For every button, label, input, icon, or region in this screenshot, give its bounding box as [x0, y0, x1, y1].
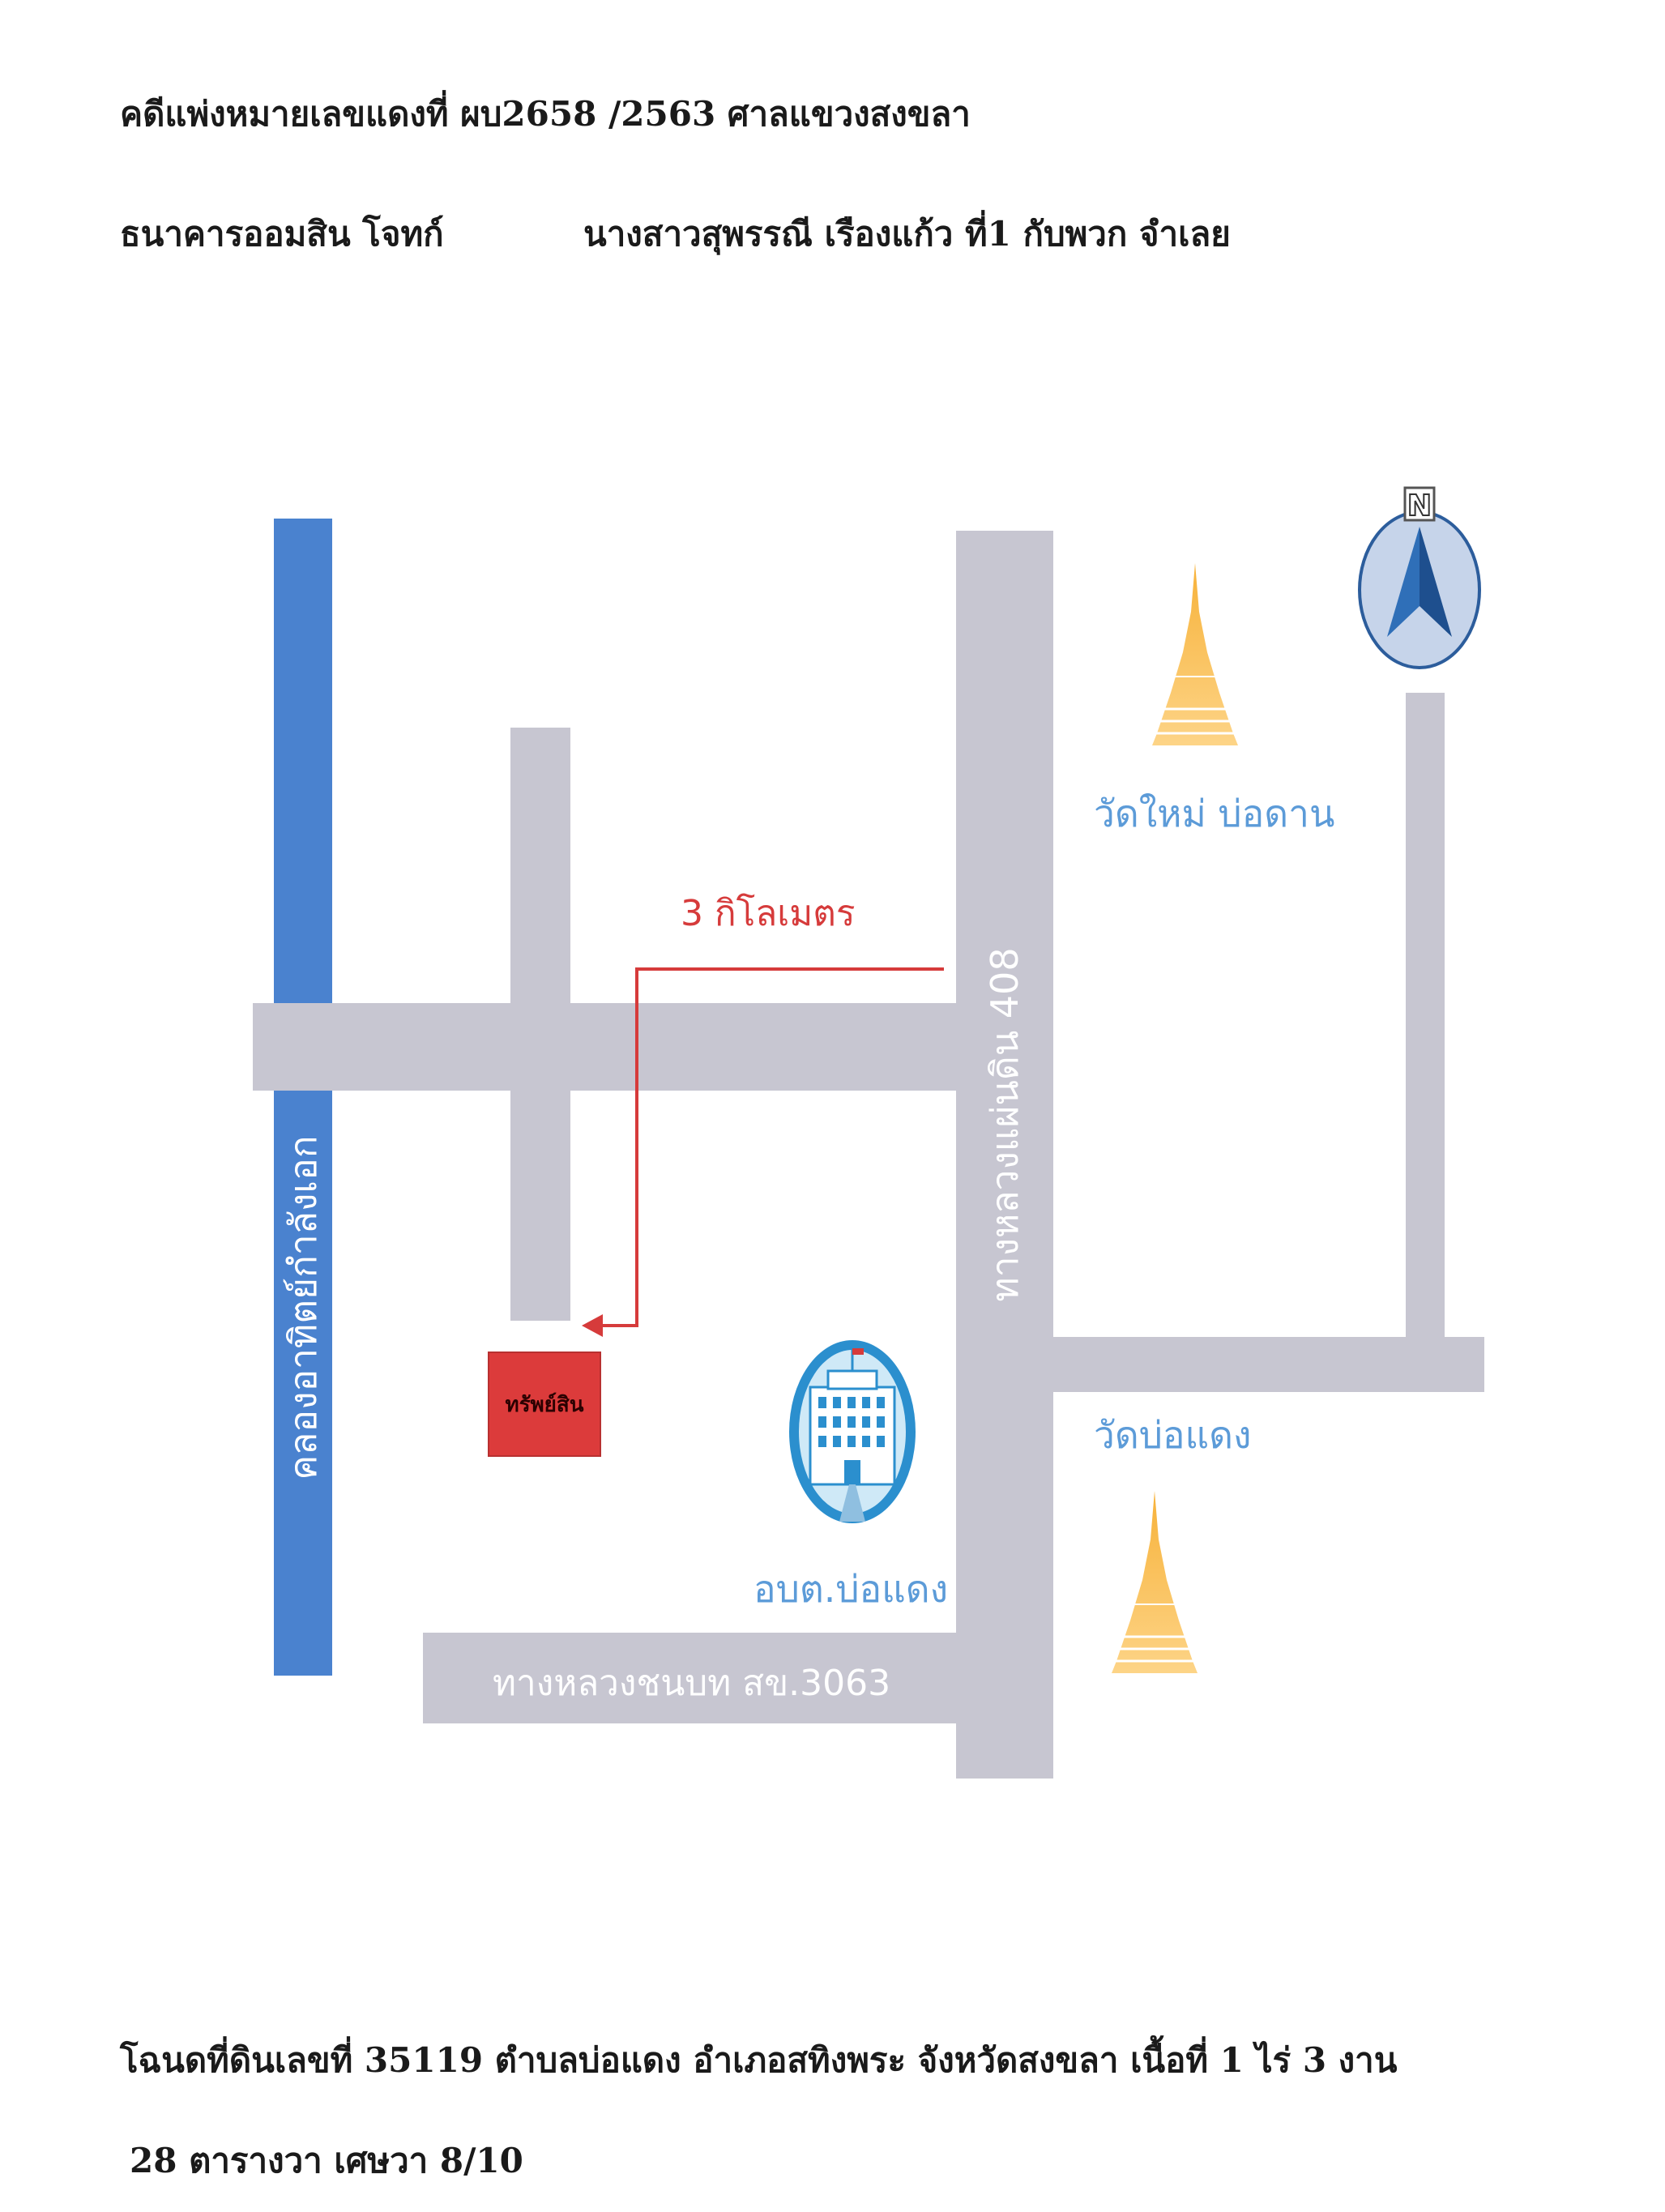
defendant-text: นางสาวสุพรรณี เรืองแก้ว ที่1 กับพวก จำเล…	[583, 214, 1231, 254]
road-to-temple	[1053, 1337, 1484, 1392]
deed-line-2: 28 ตารางวา เศษวา 8/10	[130, 2141, 523, 2180]
property-marker: ทรัพย์สิน	[488, 1352, 601, 1457]
temple-north-icon	[1152, 563, 1238, 745]
plaintiff-text: ธนาคารออมสิน โจทก์	[120, 214, 444, 254]
canal	[274, 519, 332, 1676]
canal-label: คลองอาทิตย์กำลังเอก	[281, 1135, 325, 1480]
compass-letter: N	[1407, 489, 1432, 523]
temple-south-label: วัดบ่อแดง	[1094, 1413, 1252, 1457]
rural-road-label: ทางหลวงชนบท สข.3063	[493, 1663, 891, 1704]
property-label: ทรัพย์สิน	[505, 1392, 584, 1417]
north-branch-road	[1406, 693, 1445, 1337]
highway-label: ทางหลวงแผ่นดิน 408	[983, 947, 1027, 1302]
north-compass-icon: N	[1358, 486, 1481, 669]
rural-road	[423, 1633, 956, 1723]
deed-line-1: โฉนดที่ดินเลขที่ 35119 ตำบลบ่อแดง อำเภอส…	[120, 2040, 1398, 2080]
case-number-line: คดีแพ่งหมายเลขแดงที่ ผบ2658 /2563 ศาลแขว…	[120, 94, 971, 134]
distance-label: 3 กิโลเมตร	[681, 893, 856, 934]
side-road	[510, 728, 570, 1321]
highway-road	[956, 531, 1053, 1779]
route-arrow	[582, 967, 944, 1337]
temple-north-label: วัดใหม่ บ่อดาน	[1094, 792, 1335, 835]
temple-south-icon	[1112, 1491, 1198, 1673]
office-building-icon	[789, 1340, 916, 1523]
office-label: อบต.บ่อแดง	[754, 1567, 949, 1611]
east-west-road	[253, 1003, 956, 1091]
